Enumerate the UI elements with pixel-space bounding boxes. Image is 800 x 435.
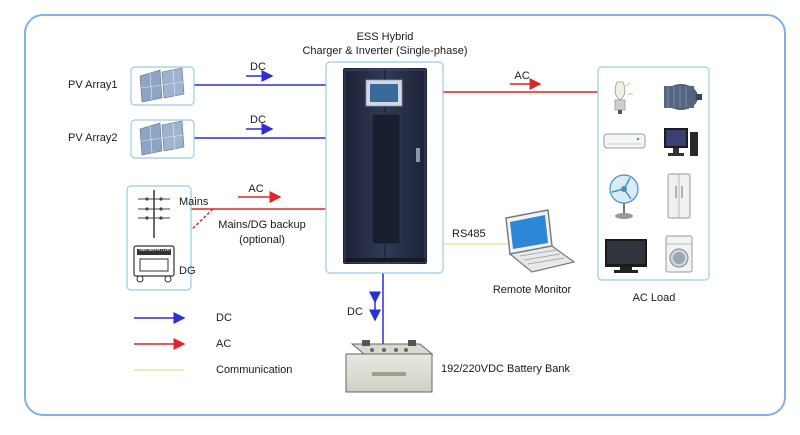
computer-icon — [664, 128, 698, 156]
legend-ac-label: AC — [216, 338, 232, 350]
generator-icon — [133, 245, 175, 283]
air-conditioner-icon — [603, 133, 646, 149]
legend-dc-label: DC — [216, 312, 232, 324]
ac-load-box — [597, 66, 710, 281]
pv2-label: PV Array2 — [68, 132, 118, 144]
mains-ac-label: AC — [248, 183, 264, 195]
inverter-title-line1: ESS Hybrid — [356, 31, 414, 43]
solar-panel-icon — [139, 120, 185, 156]
laptop-icon — [505, 209, 576, 273]
pv-array1-box — [130, 66, 195, 106]
battery-bank-icon — [345, 340, 434, 393]
mains-note-line2: (optional) — [239, 234, 285, 246]
ac-load-label: AC Load — [632, 292, 676, 304]
mains-note-line1: Mains/DG backup — [218, 219, 306, 231]
rs485-label: RS485 — [452, 228, 486, 240]
pv1-dc-label: DC — [250, 61, 266, 73]
refrigerator-icon — [667, 173, 691, 219]
fan-icon — [609, 174, 639, 219]
utility-pole-icon — [138, 190, 170, 238]
television-icon — [605, 239, 647, 273]
light-bulb-icon — [614, 81, 633, 114]
generator-plate-label: GENERATOR — [139, 247, 171, 253]
inverter-title-line2: Charger & Inverter (Single-phase) — [302, 45, 468, 57]
motor-icon — [664, 84, 702, 110]
mains-label: Mains — [179, 196, 209, 208]
solar-panel-icon — [139, 67, 185, 103]
mains-dg-box — [126, 185, 192, 291]
outer-frame — [24, 14, 786, 416]
inverter-box — [325, 61, 444, 274]
load-ac-label: AC — [514, 70, 530, 82]
dg-label: DG — [179, 265, 196, 277]
inverter-cabinet-icon — [343, 68, 427, 264]
remote-monitor-label: Remote Monitor — [492, 284, 572, 296]
legend-comm-label: Communication — [216, 364, 293, 376]
pv2-dc-label: DC — [250, 114, 266, 126]
battery-dc-label: DC — [347, 306, 363, 318]
washing-machine-icon — [665, 235, 693, 273]
pv-array2-box — [130, 119, 195, 159]
pv1-label: PV Array1 — [68, 79, 118, 91]
battery-label: 192/220VDC Battery Bank — [441, 363, 571, 375]
